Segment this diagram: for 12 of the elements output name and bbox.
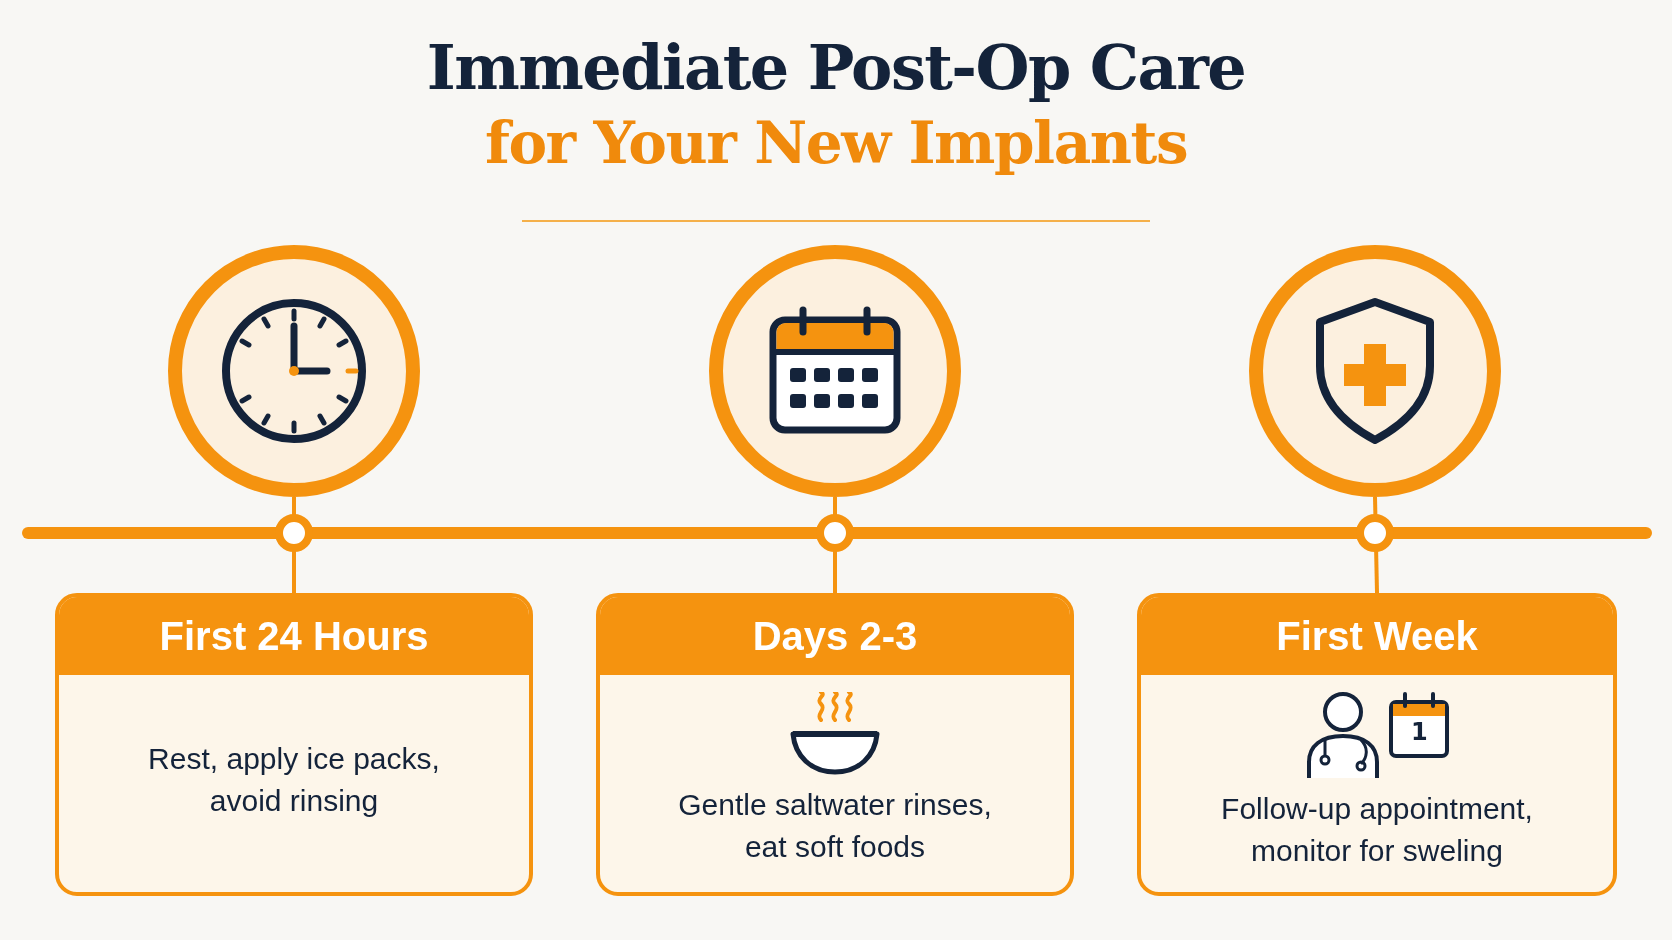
calendar-date: 1 <box>1411 719 1428 744</box>
card-description: Rest, apply ice packs, avoid rinsing <box>147 740 441 819</box>
card-heading: Days 2-3 <box>752 613 918 660</box>
subtitle: for Your New Implants <box>484 108 1188 179</box>
timeline-card <box>55 593 533 896</box>
timeline-card <box>1137 593 1617 896</box>
card-description: Gentle saltwater rinses, eat soft foods <box>677 786 993 865</box>
card-heading: First Week <box>1276 613 1478 660</box>
title: Immediate Post-Op Care <box>426 30 1246 106</box>
timeline-card <box>596 593 1074 896</box>
card-description: Follow-up appointment, monitor for sweling <box>1220 790 1534 869</box>
card-heading: First 24 Hours <box>159 613 429 660</box>
